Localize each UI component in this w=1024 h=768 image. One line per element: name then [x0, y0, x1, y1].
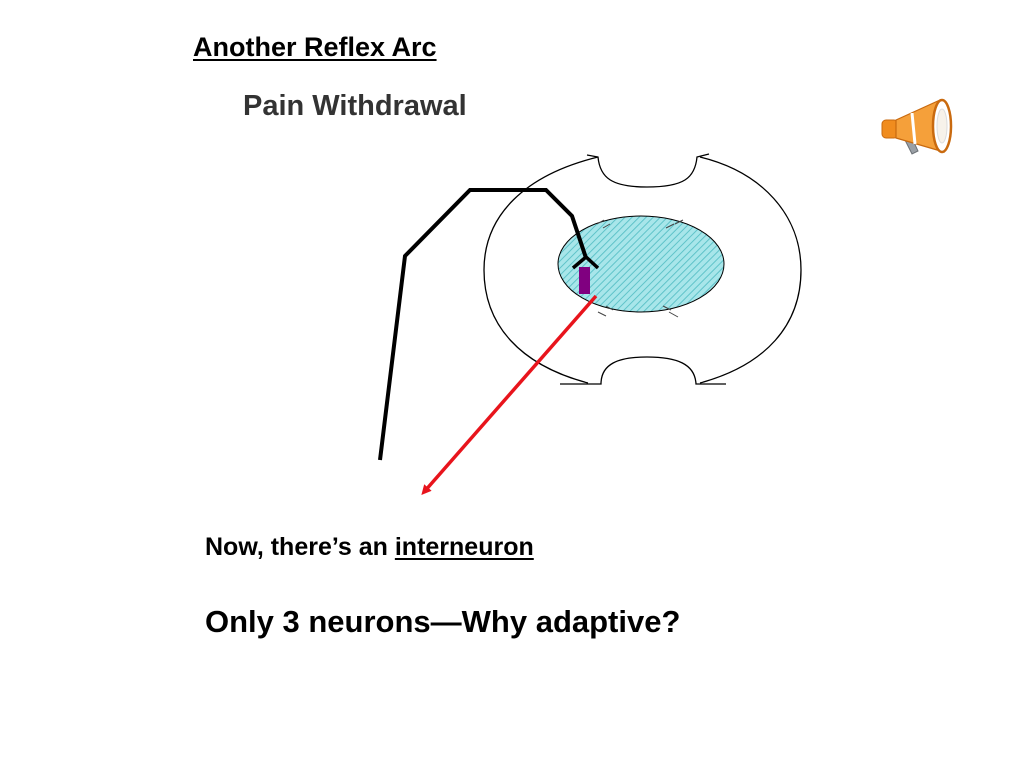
- ventral-notch: [560, 356, 726, 385]
- gray-matter: [557, 215, 725, 313]
- spinal-cord-cross-section: [483, 153, 802, 385]
- interneuron-statement: Now, there’s an interneuron: [205, 533, 534, 562]
- slide-subtitle: Pain Withdrawal: [243, 90, 467, 122]
- motor-neuron-arrow: [421, 294, 598, 496]
- gray-matter-horn-marks: [596, 219, 684, 318]
- interneuron-statement-prefix: Now, there’s an: [205, 533, 395, 561]
- interneuron-marker: [579, 267, 590, 294]
- spinal-cord-outline-left: [483, 156, 599, 384]
- dorsal-notch: [586, 153, 710, 188]
- sensory-neuron-terminal: [571, 254, 600, 270]
- slide-title: Another Reflex Arc: [193, 32, 437, 62]
- interneuron-term: interneuron: [394, 533, 534, 561]
- megaphone-icon[interactable]: [878, 94, 958, 164]
- sensory-neuron: [378, 188, 588, 461]
- spinal-cord-outline-right: [699, 156, 802, 384]
- adaptive-question: Only 3 neurons—Why adaptive?: [205, 604, 681, 639]
